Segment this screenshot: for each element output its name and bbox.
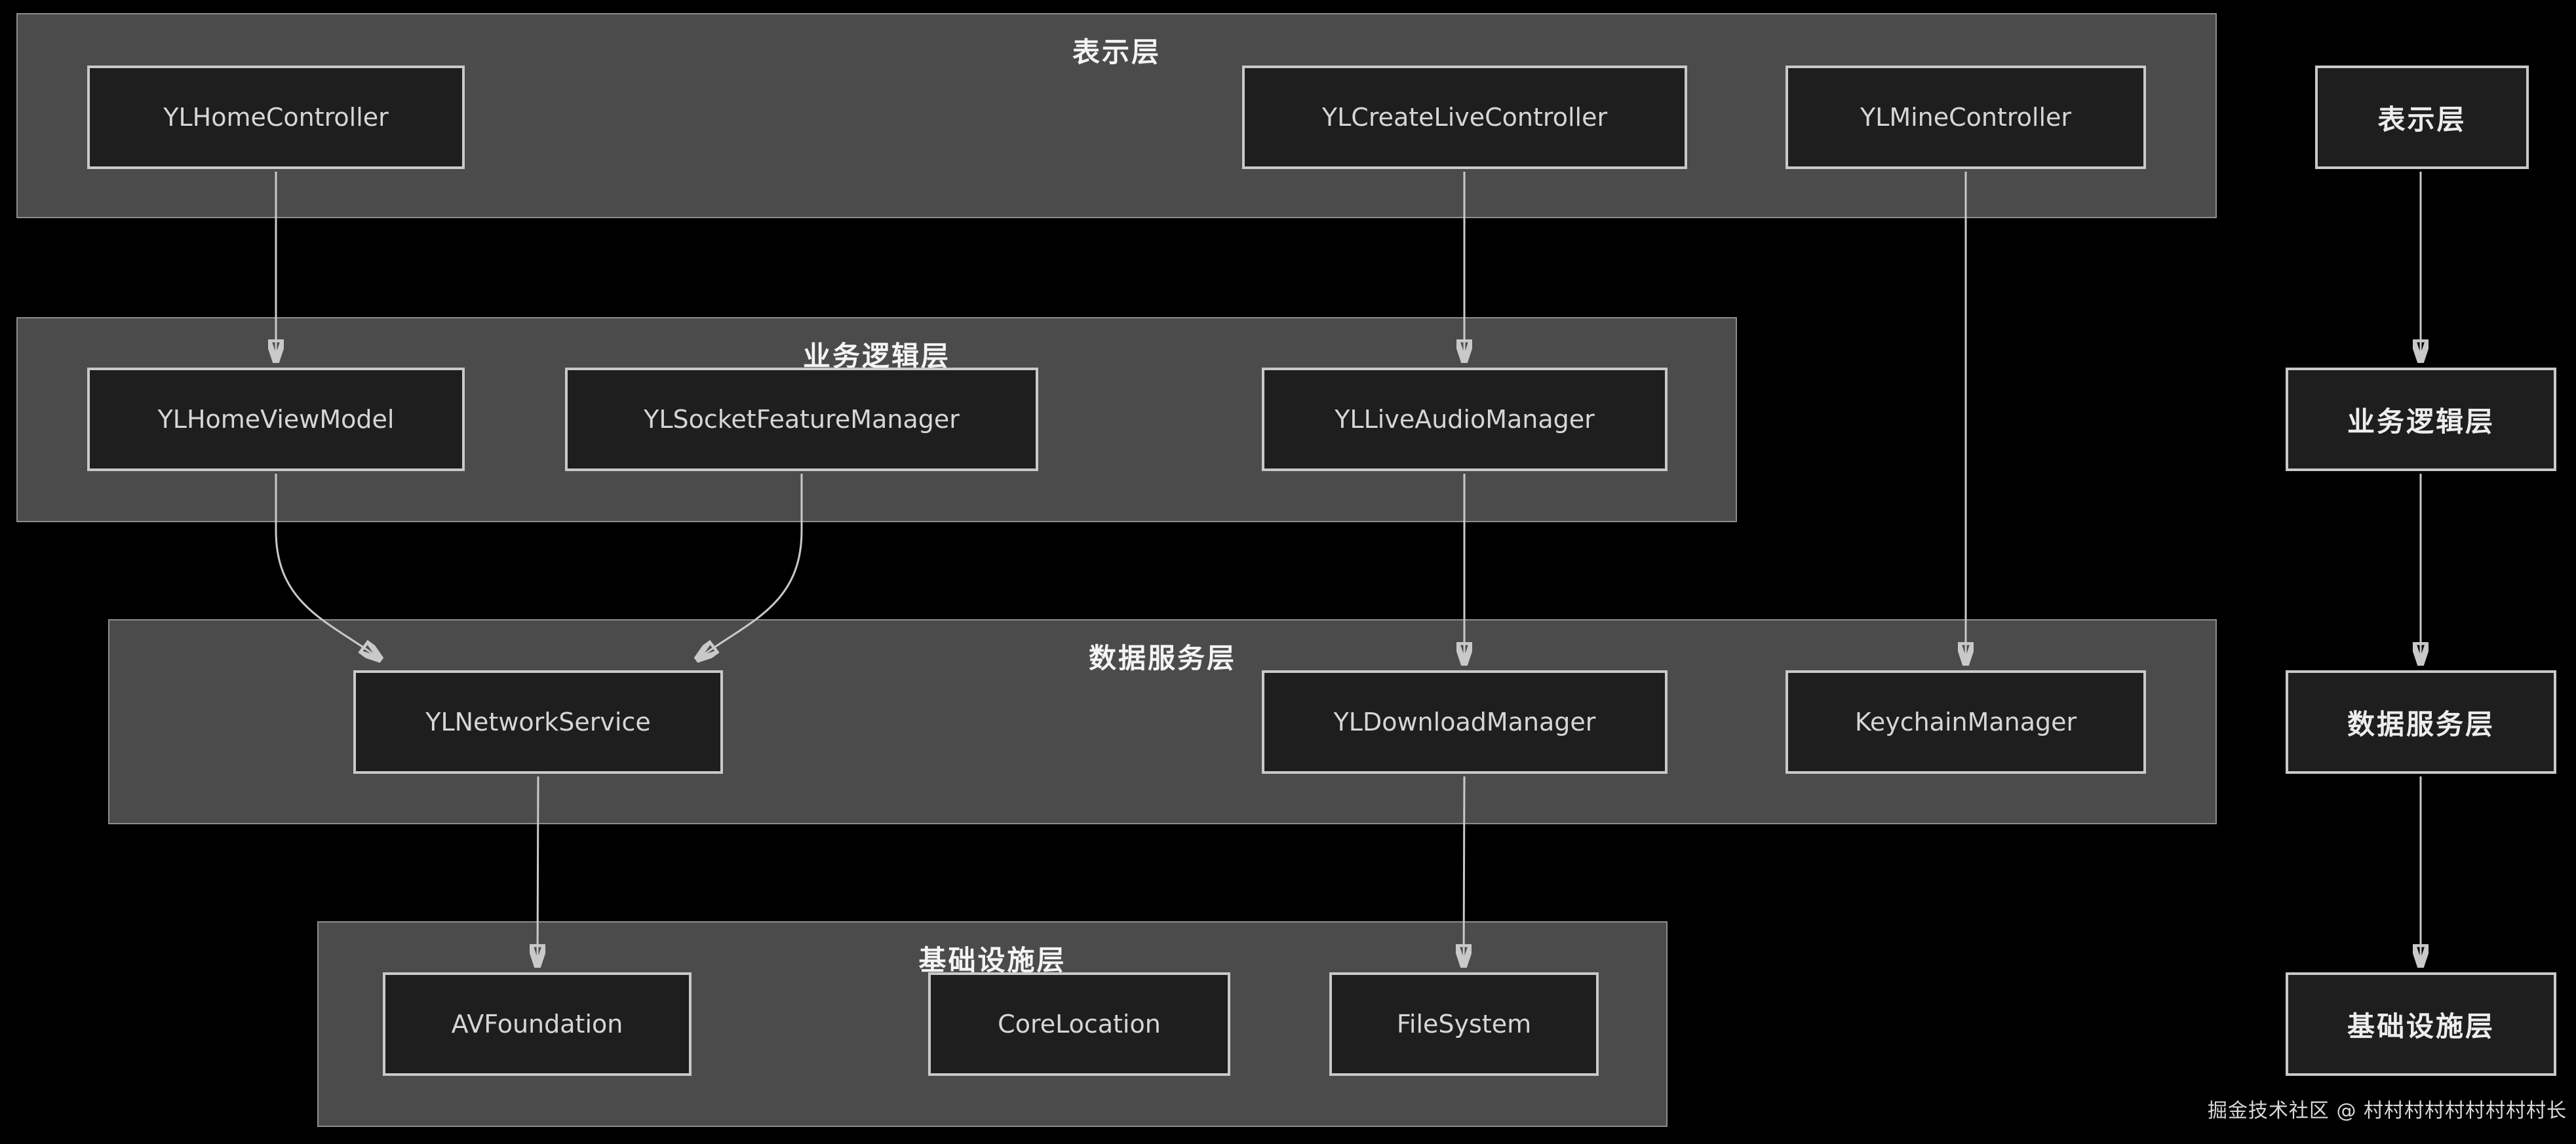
node-yldownloadmanager: YLDownloadManager <box>1262 670 1668 774</box>
layer-title-infrastructure: 基础设施层 <box>918 944 1066 976</box>
node-ylminecontroller: YLMineController <box>1786 66 2146 169</box>
layer-infrastructure: 基础设施层 AVFoundation CoreLocation FileSyst… <box>317 921 1668 1127</box>
watermark: 掘金技术社区 @ 村村村村村村村村村长 <box>2207 1099 2567 1122</box>
stack-node-business-logic: 业务逻辑层 <box>2286 368 2556 471</box>
node-keychainmanager: KeychainManager <box>1786 670 2146 774</box>
node-ylnetworkservice: YLNetworkService <box>353 670 723 774</box>
layer-presentation: 表示层 YLHomeController YLCreateLiveControl… <box>16 13 2217 218</box>
layer-title-presentation: 表示层 <box>1072 36 1161 68</box>
layer-title-data-service: 数据服务层 <box>1088 642 1236 674</box>
node-ylsocketfeaturemanager: YLSocketFeatureManager <box>565 368 1038 471</box>
node-ylhomecontroller: YLHomeController <box>87 66 465 169</box>
node-corelocation: CoreLocation <box>928 972 1230 1076</box>
layer-data-service: 数据服务层 YLNetworkService YLDownloadManager… <box>108 619 2217 824</box>
stack-node-infrastructure: 基础设施层 <box>2286 972 2556 1076</box>
node-ylcreatelivecontroller: YLCreateLiveController <box>1242 66 1687 169</box>
layer-business-logic: 业务逻辑层 YLHomeViewModel YLSocketFeatureMan… <box>16 317 1737 522</box>
node-ylliveaudiomanager: YLLiveAudioManager <box>1262 368 1668 471</box>
stack-node-data-service: 数据服务层 <box>2286 670 2556 774</box>
node-filesystem: FileSystem <box>1329 972 1599 1076</box>
node-avfoundation: AVFoundation <box>383 972 692 1076</box>
layer-title-business-logic: 业务逻辑层 <box>802 340 950 372</box>
stack-node-presentation: 表示层 <box>2315 66 2529 169</box>
node-ylhomeviewmodel: YLHomeViewModel <box>87 368 465 471</box>
